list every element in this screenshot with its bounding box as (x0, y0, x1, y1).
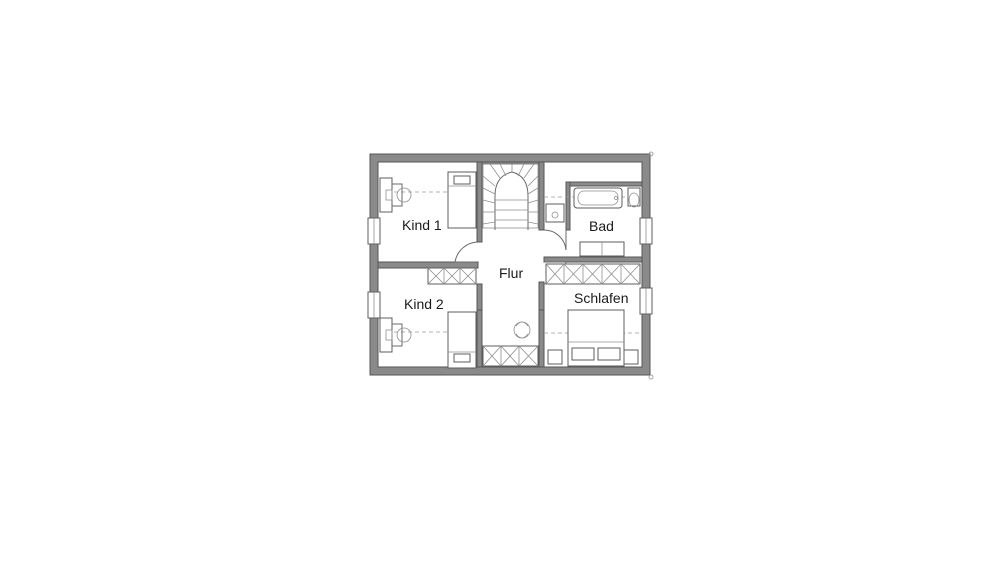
interior-walls (377, 161, 643, 368)
wardrobe-kind (427, 267, 477, 285)
room-label-bad: Bad (589, 218, 614, 234)
room-label-kind2: Kind 2 (404, 296, 444, 312)
room-label-schlafen: Schlafen (574, 290, 628, 306)
windows (367, 151, 654, 380)
flur-furniture (482, 321, 539, 367)
kind1-furniture (379, 171, 477, 229)
kind2-furniture (379, 311, 477, 369)
room-label-flur: Flur (499, 265, 523, 281)
room-label-kind1: Kind 1 (402, 217, 442, 233)
staircase (482, 163, 539, 230)
wardrobe-schlafen (545, 263, 641, 285)
bad-fixtures (545, 187, 641, 257)
schlafen-bed (547, 309, 639, 367)
